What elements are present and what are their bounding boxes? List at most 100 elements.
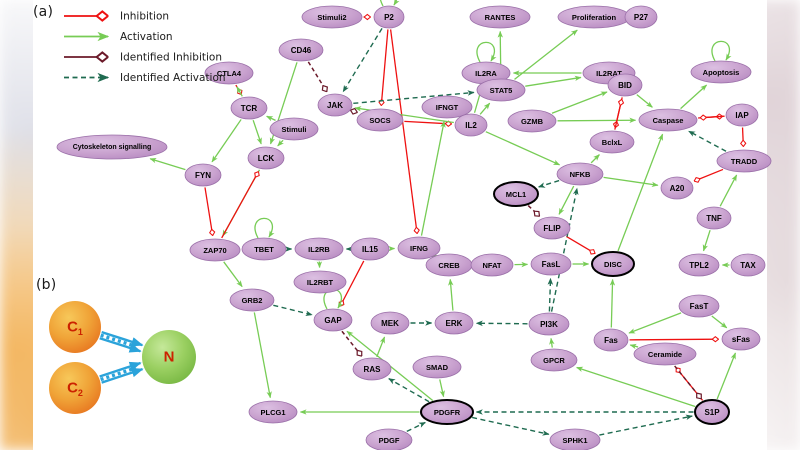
network-node-tnf[interactable]: TNF xyxy=(696,206,732,230)
network-node-nfat[interactable]: NFAT xyxy=(470,253,514,277)
network-node-stimuli[interactable]: Stimuli xyxy=(269,117,319,141)
network-node-fast[interactable]: FasT xyxy=(678,294,720,318)
node-shape xyxy=(370,311,410,335)
network-node-bclxl[interactable]: BclxL xyxy=(589,130,635,154)
network-node-stat5[interactable]: STAT5 xyxy=(476,78,526,102)
node-label: IL2RAT xyxy=(596,69,622,78)
node-shape xyxy=(556,162,604,186)
network-node-il2ra[interactable]: IL2RA xyxy=(461,61,511,85)
node-label: Cytoskeleton signalling xyxy=(73,144,152,151)
network-node-il15[interactable]: IL15 xyxy=(350,237,390,261)
network-node-nfkb[interactable]: NFKB xyxy=(556,162,604,186)
node-shape xyxy=(356,108,404,132)
network-node-mek[interactable]: MEK xyxy=(370,311,410,335)
edge xyxy=(716,352,737,400)
node-shape xyxy=(725,103,759,127)
network-node-cd46[interactable]: CD46 xyxy=(278,38,324,62)
node-label: CTLA4 xyxy=(217,69,242,78)
network-node-ifng[interactable]: IFNG xyxy=(397,236,441,260)
network-node-ctla4[interactable]: CTLA4 xyxy=(204,61,254,85)
node-label: IL2RB xyxy=(308,245,330,254)
network-node-ifngt[interactable]: IFNGT xyxy=(421,95,473,119)
network-node-bid[interactable]: BID xyxy=(607,73,643,97)
network-node-ras[interactable]: RAS xyxy=(352,357,392,381)
network-node-a20[interactable]: A20 xyxy=(660,176,694,200)
node-shape xyxy=(301,5,363,29)
network-node-rantes[interactable]: RANTES xyxy=(469,5,531,29)
node-label: MEK xyxy=(381,319,399,328)
edge xyxy=(388,378,430,403)
network-node-tradd[interactable]: TRADD xyxy=(716,149,772,173)
network-node-tcr[interactable]: TCR xyxy=(230,96,268,120)
edge xyxy=(253,312,272,399)
network-node-p2[interactable]: P2 xyxy=(373,5,405,29)
network-node-caspase[interactable]: Caspase xyxy=(638,108,698,132)
network-node-il2rb[interactable]: IL2RB xyxy=(294,237,344,261)
node-label: IL2RBT xyxy=(307,278,334,287)
network-node-il2rbt[interactable]: IL2RBT xyxy=(293,270,347,294)
network-node-iap[interactable]: IAP xyxy=(725,103,759,127)
network-node-erk[interactable]: ERK xyxy=(434,311,474,335)
network-node-pdgfr[interactable]: PDGFR xyxy=(420,399,474,425)
network-node-tpl2[interactable]: TPL2 xyxy=(678,253,720,277)
node-label: NFAT xyxy=(482,261,501,270)
network-node-pi3k[interactable]: PI3K xyxy=(528,312,570,336)
network-node-stimuli2[interactable]: Stimuli2 xyxy=(301,5,363,29)
network-node-proliferation[interactable]: Proliferation xyxy=(557,5,631,29)
edge xyxy=(252,120,262,145)
network-node-fyn[interactable]: FYN xyxy=(184,163,222,187)
network-node-smad[interactable]: SMAD xyxy=(412,355,462,379)
network-node-gpcr[interactable]: GPCR xyxy=(530,348,578,372)
node-shape xyxy=(229,288,275,312)
legend-item-identified-activation: Identified Activation xyxy=(64,72,226,84)
network-node-fas[interactable]: Fas xyxy=(593,328,629,352)
edge xyxy=(476,41,497,63)
node-label: IAP xyxy=(735,111,749,120)
node-label: PI3K xyxy=(540,320,558,329)
edge xyxy=(617,133,664,252)
network-node-jak[interactable]: JAK xyxy=(317,93,353,117)
network-node-ceramide[interactable]: Ceramide xyxy=(633,342,697,366)
network-node-tax[interactable]: TAX xyxy=(730,253,766,277)
network-node-lck[interactable]: LCK xyxy=(247,146,285,170)
network-node-pdgf[interactable]: PDGF xyxy=(365,428,413,450)
network-node-il2[interactable]: IL2 xyxy=(454,113,488,137)
network-node-fasl[interactable]: FasL xyxy=(530,252,572,276)
network-node-plcg1[interactable]: PLCG1 xyxy=(248,400,298,424)
panel-b-node-c2[interactable]: C2 xyxy=(49,362,101,414)
node-shape xyxy=(721,327,761,351)
node-label: Fas xyxy=(604,336,618,345)
network-node-tbet[interactable]: TBET xyxy=(241,237,287,261)
node-label: GRB2 xyxy=(242,296,263,305)
panel-b-edge xyxy=(99,331,144,353)
edge xyxy=(352,111,358,113)
node-label: RANTES xyxy=(485,13,516,22)
edge xyxy=(628,312,682,334)
edge xyxy=(743,127,744,146)
network-node-cytoskeleton[interactable]: Cytoskeleton signalling xyxy=(56,134,168,160)
network-node-zap70[interactable]: ZAP70 xyxy=(189,238,241,262)
node-shape xyxy=(530,348,578,372)
panel-b-node-n[interactable]: N xyxy=(142,330,196,384)
network-node-p27[interactable]: P27 xyxy=(624,5,658,29)
edge xyxy=(557,117,637,123)
network-node-creb[interactable]: CREB xyxy=(425,253,473,277)
network-node-gzmb[interactable]: GZMB xyxy=(507,109,557,133)
panel-b-node-c1[interactable]: C1 xyxy=(49,301,101,353)
network-node-mcl1[interactable]: MCL1 xyxy=(493,181,539,207)
node-label: PDGFR xyxy=(434,408,461,417)
node-label: Caspase xyxy=(653,116,684,125)
network-node-sphk1[interactable]: SPHK1 xyxy=(549,428,601,450)
network-node-socs[interactable]: SOCS xyxy=(356,108,404,132)
network-node-disc[interactable]: DISC xyxy=(591,251,635,277)
node-label: TNF xyxy=(706,214,722,223)
node-label: IFNG xyxy=(410,244,428,253)
network-node-flip[interactable]: FLIP xyxy=(533,216,571,240)
network-node-apoptosis[interactable]: Apoptosis xyxy=(690,60,752,84)
node-shape xyxy=(533,216,571,240)
network-node-gap[interactable]: GAP xyxy=(313,308,353,332)
network-node-s1p[interactable]: S1P xyxy=(694,399,730,425)
network-node-grb2[interactable]: GRB2 xyxy=(229,288,275,312)
network-node-sfas[interactable]: sFas xyxy=(721,327,761,351)
edge xyxy=(439,379,445,398)
